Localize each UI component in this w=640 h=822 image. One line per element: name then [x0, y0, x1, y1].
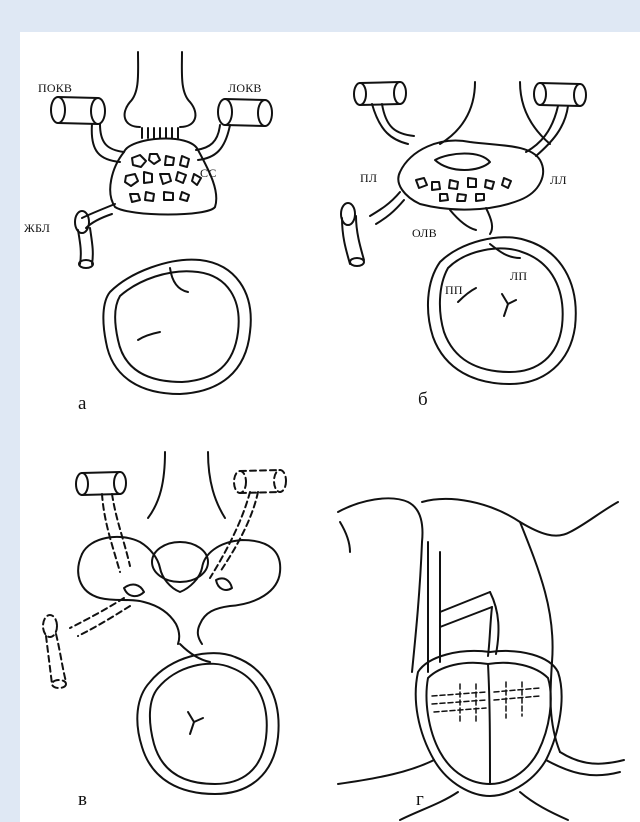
- label-pp: ПП: [445, 284, 463, 296]
- panel-d-drawing: [338, 498, 624, 820]
- panel-c-drawing: [43, 452, 286, 794]
- label-lp: ЛП: [510, 270, 527, 282]
- label-ss: СС: [200, 167, 216, 179]
- figure-frame: ПОКВ ЛОКВ СС ЖБЛ ПЛ ЛЛ ОЛВ ПП ЛП а б в г: [20, 32, 640, 822]
- label-ll: ЛЛ: [550, 174, 567, 186]
- panel-b-drawing: [341, 82, 586, 384]
- panel-letter-a: а: [78, 394, 86, 413]
- panel-letter-v: в: [78, 790, 87, 809]
- panel-letter-b: б: [418, 390, 428, 409]
- label-olv: ОЛВ: [412, 227, 437, 239]
- label-pokv: ПОКВ: [38, 82, 72, 94]
- label-lokv: ЛОКВ: [228, 82, 262, 94]
- embryo-heart-diagram: [20, 32, 640, 822]
- label-pl: ПЛ: [360, 172, 377, 184]
- label-zhbl: ЖБЛ: [24, 222, 50, 234]
- panel-letter-g: г: [416, 790, 424, 809]
- panel-a-drawing: [51, 52, 272, 394]
